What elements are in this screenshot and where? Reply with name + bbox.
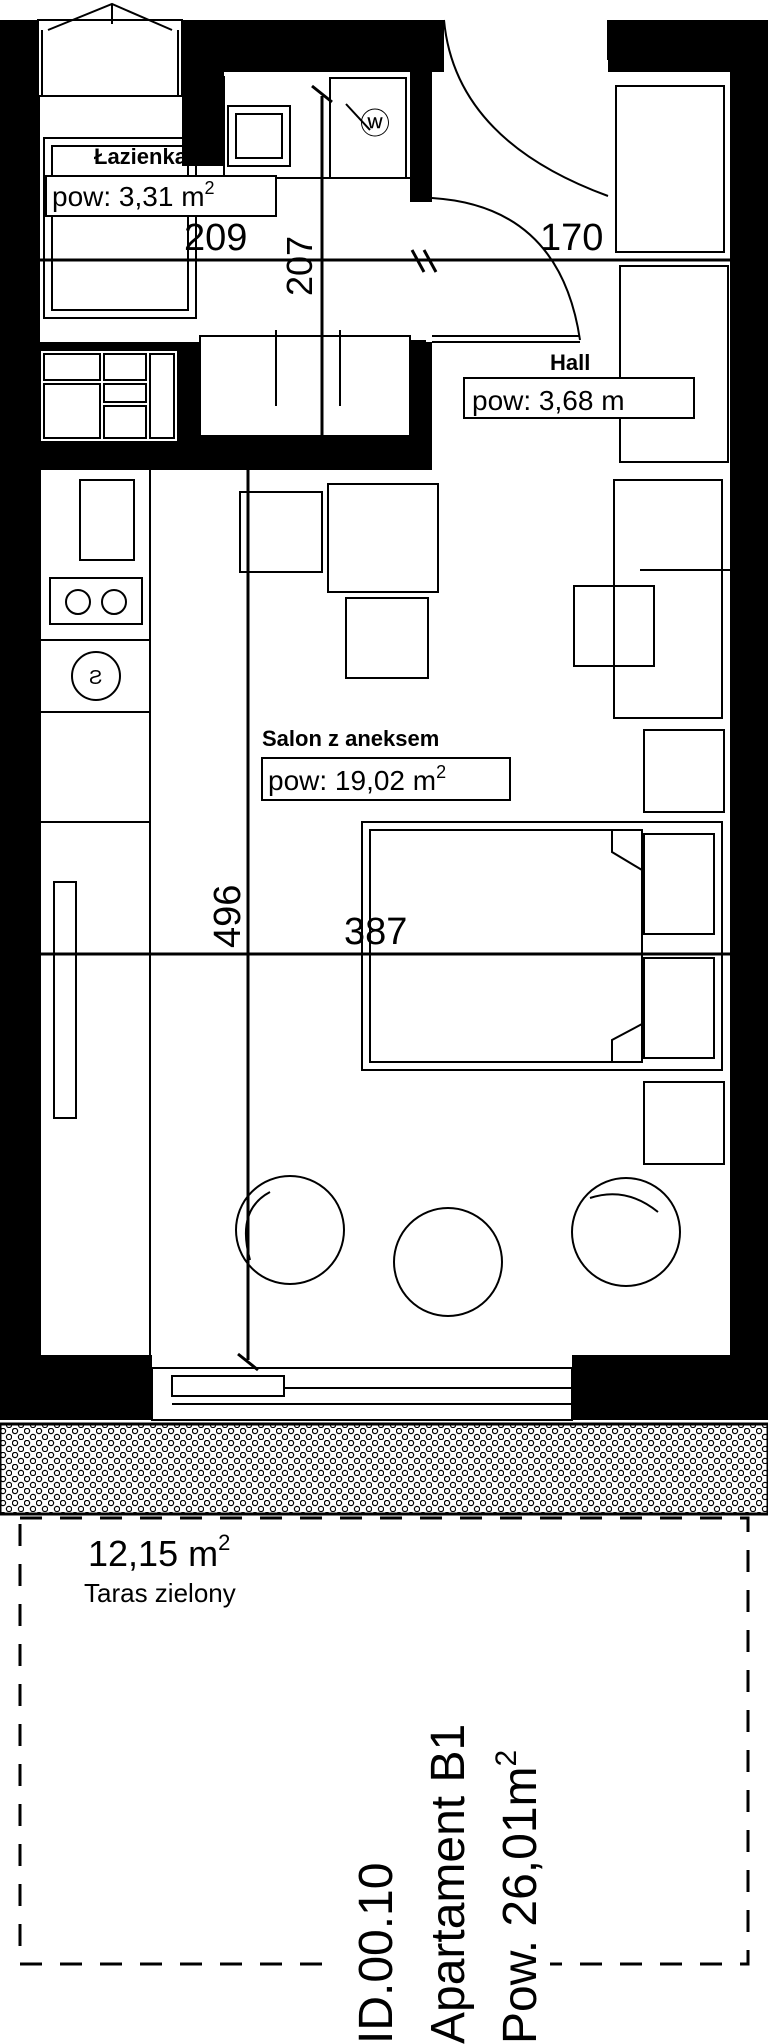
sink <box>227 105 291 167</box>
balcony-door <box>151 1367 573 1421</box>
bathroom-area-label: pow: 3,31 m2 <box>52 178 215 212</box>
oven-icon <box>71 651 121 701</box>
hall-area-label: pow: 3,68 m <box>472 385 625 416</box>
terrace-area-label: 12,15 m2 <box>88 1530 230 1574</box>
wall-top-bathroom <box>182 20 444 72</box>
cooktop-burner <box>101 589 127 615</box>
apartment-name: Apartament B1 <box>422 1724 475 2044</box>
dimension-207-label: 207 <box>279 236 320 296</box>
terrace-name: Taras zielony <box>84 1578 236 1608</box>
walls <box>0 20 768 1420</box>
shower-tray <box>199 335 411 437</box>
living-room-area-label: pow: 19,02 m2 <box>268 762 446 796</box>
dimension-387-label: 387 <box>344 911 407 953</box>
apartment-area: Pow. 26,01m2 <box>490 1750 547 2044</box>
table <box>327 483 439 593</box>
entrance-door <box>410 19 609 356</box>
dimension-170-label: 170 <box>540 217 603 259</box>
dimension-lines <box>0 84 768 1372</box>
stool <box>393 1207 503 1317</box>
kitchen-cabinet <box>79 479 135 561</box>
desk-chair <box>573 585 655 667</box>
bathtub <box>43 137 197 319</box>
wall-bottom-right <box>572 1355 768 1420</box>
dimension-496-label: 496 <box>207 885 249 948</box>
hall-wardrobe <box>615 85 729 463</box>
wall-bathroom-left <box>182 20 224 166</box>
terrace <box>0 1422 768 1966</box>
wall-top-right <box>608 20 768 72</box>
living-furniture <box>235 479 730 1317</box>
bed <box>361 821 723 1071</box>
svg-text:Ƨ: Ƨ <box>89 667 102 689</box>
fridge <box>53 881 77 1119</box>
wall-bathroom-right-upper <box>410 20 432 202</box>
wall-bottom-left <box>0 1355 152 1420</box>
wall-left-outer <box>0 20 40 1355</box>
desk <box>613 479 723 719</box>
cooktop <box>49 577 143 625</box>
wall-corridor-bottom <box>182 436 432 470</box>
stool <box>235 1175 345 1285</box>
apartment-id: ID.00.10 <box>350 1863 403 2044</box>
labels: Łazienka pow: 3,31 m2 209 207 170 Hall p… <box>45 144 695 2044</box>
nightstand <box>643 1081 725 1165</box>
hall-name: Hall <box>550 350 590 375</box>
dimension-209-label: 209 <box>184 217 247 259</box>
nightstand <box>643 729 725 813</box>
chair <box>239 491 323 573</box>
wall-top-left <box>0 20 38 90</box>
stool <box>571 1177 681 1287</box>
kitchen: Ƨ <box>39 470 151 1355</box>
closet <box>39 349 179 443</box>
chair <box>345 597 429 679</box>
living-room-name: Salon z aneksem <box>262 726 439 751</box>
wall-right-outer <box>730 20 768 1355</box>
bathroom-name: Łazienka <box>94 144 188 169</box>
window-top-left <box>37 2 183 97</box>
cooktop-burner <box>65 589 91 615</box>
terrace-gravel-strip <box>0 1422 768 1516</box>
